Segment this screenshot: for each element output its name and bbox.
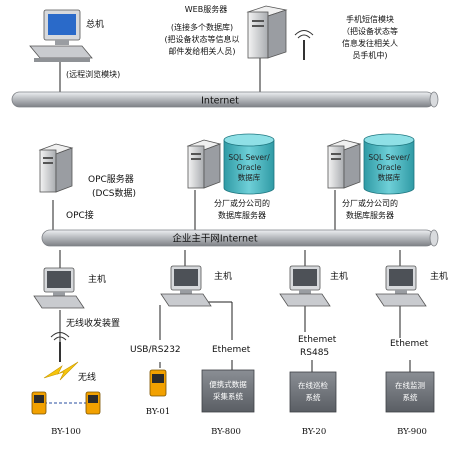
opc-server-title: OPC服务器: [88, 173, 134, 185]
ethernet-2-label: Ethemet: [298, 335, 337, 345]
database-1-label-2: Oracle: [237, 163, 262, 172]
database-1-icon: SQL Sever/ Oracle 数据库: [223, 133, 275, 195]
model-by-900: BY-900: [397, 427, 427, 437]
master-pc-title: 总机: [86, 18, 104, 30]
monitor-box-line-1: 在线监测: [395, 380, 425, 390]
ethernet-1-label: Ethemet: [212, 345, 251, 355]
wireless-label: 无线: [78, 371, 96, 383]
host-3-label: 主机: [330, 270, 348, 282]
web-server-line-1: (连接多个数据库): [171, 22, 233, 32]
usb-label: USB/RS232: [130, 345, 181, 355]
model-by-01: BY-01: [146, 407, 170, 417]
pda-3-icon: [149, 369, 167, 397]
portable-box-line-2: 采集系统: [213, 391, 243, 401]
sms-line-4: 员手机中): [352, 50, 387, 60]
ethernet-3-label: Ethemet: [390, 339, 429, 349]
web-server-title: WEB服务器: [185, 4, 227, 14]
host-pc-4-icon: [375, 265, 427, 307]
pda-2-icon: [85, 391, 101, 415]
database-1-label-3: 数据库: [238, 172, 261, 182]
sms-line-3: 信息发往相关人: [342, 38, 398, 48]
db-server-1-line-2: 数据库服务器: [218, 210, 266, 220]
host-pc-2-icon: [160, 265, 212, 307]
model-by-800: BY-800: [211, 427, 241, 437]
host-1-label: 主机: [88, 273, 106, 285]
opc-server-caption: (DCS数据): [92, 187, 136, 199]
db-server-2-line-1: 分厂或分公司的: [342, 198, 398, 208]
sms-line-2: （把设备状态等: [342, 26, 398, 36]
model-by-20: BY-20: [302, 427, 326, 437]
master-pc-icon: [29, 9, 93, 62]
lightning-icon: [43, 361, 79, 381]
db-server-1-line-1: 分厂或分公司的: [214, 198, 270, 208]
patrol-system-box: 在线巡检 系统: [289, 371, 337, 413]
db-server-1-icon: [186, 139, 222, 189]
wireless-module-label: 无线收发装置: [66, 317, 120, 329]
web-server-line-3: 邮件发给相关人员): [168, 46, 235, 56]
internet-label: Internet: [201, 96, 239, 107]
monitor-system-box: 在线监测 系统: [385, 371, 435, 413]
backbone-label: 企业主干网Internet: [172, 233, 257, 245]
db-server-2-line-2: 数据库服务器: [346, 210, 394, 220]
internet-pipe: Internet: [11, 91, 439, 108]
opc-link-label: OPC接: [66, 209, 94, 221]
host-4-label: 主机: [430, 270, 448, 282]
web-server-icon: [246, 5, 288, 59]
database-2-icon: SQL Sever/ Oracle 数据库: [363, 133, 415, 195]
host-2-label: 主机: [214, 270, 232, 282]
database-1-label-1: SQL Sever/: [228, 153, 270, 162]
database-2-label-3: 数据库: [378, 172, 401, 182]
model-by-100: BY-100: [51, 427, 81, 437]
host-pc-3-icon: [279, 265, 331, 307]
connection-lines: [44, 58, 411, 404]
patrol-box-line-2: 系统: [306, 392, 321, 402]
patrol-box-line-1: 在线巡检: [298, 380, 328, 390]
web-server-line-2: (把设备状态等信息以: [164, 34, 239, 44]
master-pc-caption: (远程浏览模块): [66, 69, 120, 79]
db-server-2-icon: [326, 139, 362, 189]
sms-antenna-icon: [294, 30, 314, 60]
opc-server-icon: [38, 143, 74, 193]
database-2-label-1: SQL Sever/: [368, 153, 410, 162]
rs485-label: RS485: [300, 348, 329, 358]
portable-system-box: 便携式数据 采集系统: [201, 369, 255, 413]
pda-1-icon: [31, 391, 47, 415]
backbone-pipe: 企业主干网Internet: [41, 229, 439, 247]
monitor-box-line-2: 系统: [403, 392, 418, 402]
wireless-antenna-icon: [50, 332, 70, 362]
database-2-label-2: Oracle: [377, 163, 402, 172]
portable-box-line-1: 便携式数据: [209, 379, 247, 389]
host-pc-1-icon: [33, 267, 85, 309]
sms-line-1: 手机短信模块: [346, 14, 394, 24]
